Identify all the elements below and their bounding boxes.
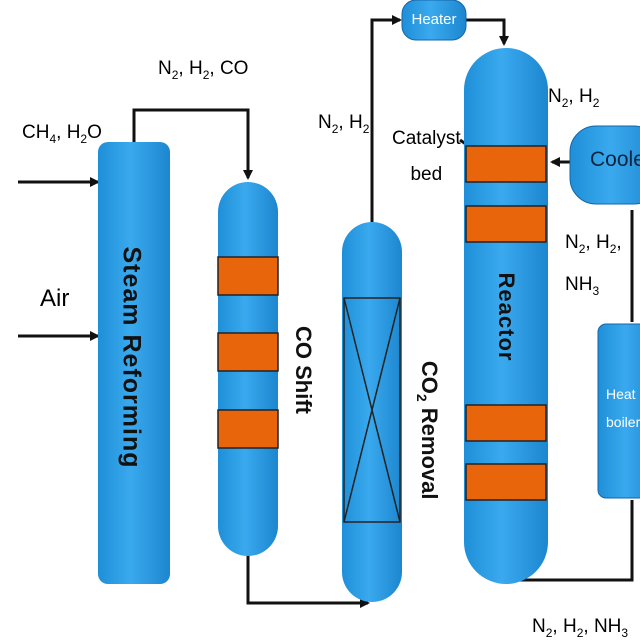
co-shift-title: CO Shift bbox=[291, 326, 316, 414]
n2-h2-label: N2, H2 bbox=[318, 112, 370, 136]
heater-to-reactor-line bbox=[466, 18, 509, 46]
co2-removal-title: CO2 Removal bbox=[413, 360, 443, 500]
packing-cross bbox=[343, 297, 401, 523]
steam-reforming-title: Steam Reforming bbox=[117, 246, 146, 469]
reactor-to-boiler-line bbox=[520, 500, 634, 582]
n2-h2-nh3-product-label: N2, H2, NH3 bbox=[532, 616, 629, 640]
heat-boiler-title: Heat boiler bbox=[606, 386, 640, 430]
reactor-catalyst-bed bbox=[465, 404, 547, 442]
n2-h2-nh3-recycle-label: N2, H2, NH3 bbox=[565, 232, 622, 298]
n2-h2-reactor-label: N2, H2 bbox=[548, 86, 600, 110]
co-shift-catalyst-bed bbox=[217, 409, 279, 449]
cooler-box bbox=[569, 125, 640, 205]
heater-box bbox=[401, 0, 467, 41]
ch4-h2o-label: CH4, H2O bbox=[22, 122, 102, 146]
reactor-title: Reactor bbox=[494, 272, 519, 362]
air-label: Air bbox=[40, 285, 70, 312]
reactor-catalyst-bed bbox=[465, 205, 547, 243]
flow-lines bbox=[18, 15, 634, 608]
catalyst-bed-label: Catalyst bed bbox=[392, 128, 461, 185]
shift-to-removal-line bbox=[246, 555, 370, 608]
heat-boiler-box bbox=[597, 323, 640, 499]
removal-to-heater-line bbox=[370, 15, 402, 222]
steam-reforming-vessel bbox=[98, 142, 170, 584]
co-shift-catalyst-bed bbox=[217, 332, 279, 372]
reactor-catalyst-bed bbox=[465, 463, 547, 501]
cooler-title: Cooler bbox=[590, 148, 640, 171]
reformer-to-shift-line bbox=[132, 108, 253, 180]
n2-h2-co-label: N2, H2, CO bbox=[158, 58, 249, 82]
heater-title: Heater bbox=[411, 11, 457, 28]
co-shift-catalyst-bed bbox=[217, 256, 279, 296]
reactor-catalyst-bed bbox=[465, 145, 547, 183]
